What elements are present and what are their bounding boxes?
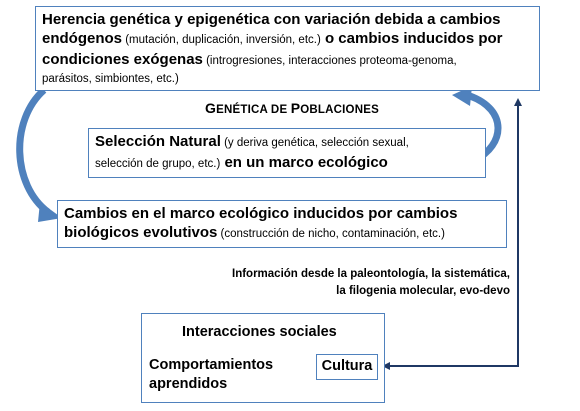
info-line-2: la filogenia molecular, evo-devo — [336, 285, 510, 297]
exogenous-examples: (introgresiones, interacciones proteoma-… — [202, 55, 457, 67]
ecological-change-box: Cambios en el marco ecológico inducidos … — [57, 200, 507, 248]
learned-behavior-label: Comportamientos aprendidos — [149, 357, 274, 392]
induced-label: o cambios inducidos por — [320, 30, 503, 47]
population-genetics-heading: GENÉTICA DE POBLACIONES — [205, 100, 379, 116]
info-line-1: Información desde la paleontología, la s… — [232, 268, 510, 280]
inheritance-line-1: Herencia genética y epigenética con vari… — [42, 11, 501, 28]
social-interactions-title: Interacciones sociales — [182, 324, 337, 340]
selection-line-1: Selección Natural (y deriva genética, se… — [95, 132, 479, 153]
selection-title: Selección Natural — [95, 133, 221, 150]
inheritance-line-3: condiciones exógenas (introgresiones, in… — [42, 50, 533, 71]
ecological-line-1: Cambios en el marco ecológico inducidos … — [64, 205, 458, 222]
culture-box: Cultura — [316, 354, 378, 380]
exogenous-label: condiciones exógenas — [42, 51, 203, 68]
ecological-line-2: biológicos evolutivos (construcción de n… — [64, 223, 500, 244]
evolutionary-changes-label: biológicos evolutivos — [64, 224, 218, 241]
left-curved-arrow — [16, 87, 51, 215]
natural-selection-box: Selección Natural (y deriva genética, se… — [88, 128, 486, 178]
selection-examples-2: selección de grupo, etc.) — [95, 158, 221, 170]
endogenous-examples: (mutación, duplicación, inversión, etc.) — [122, 34, 321, 46]
selection-examples-1: (y deriva genética, selección sexual, — [220, 137, 409, 149]
left-curved-arrow-head — [38, 202, 62, 222]
inheritance-box: Herencia genética y epigenética con vari… — [35, 6, 540, 91]
right-curved-arrow-head — [452, 86, 472, 106]
information-sources-text: Información desde la paleontología, la s… — [205, 266, 510, 300]
selection-line-2: selección de grupo, etc.) en un marco ec… — [95, 153, 479, 174]
ecological-frame-label: en un marco ecológico — [220, 154, 388, 171]
endogenous-label: endógenos — [42, 30, 123, 47]
inheritance-line-2: endógenos (mutación, duplicación, invers… — [42, 29, 533, 50]
inheritance-line-4: parásitos, simbiontes, etc.) — [42, 73, 179, 85]
ecological-examples: (construcción de nicho, contaminación, e… — [217, 228, 445, 240]
social-interactions-box: Interacciones sociales Comportamientos a… — [141, 313, 385, 403]
